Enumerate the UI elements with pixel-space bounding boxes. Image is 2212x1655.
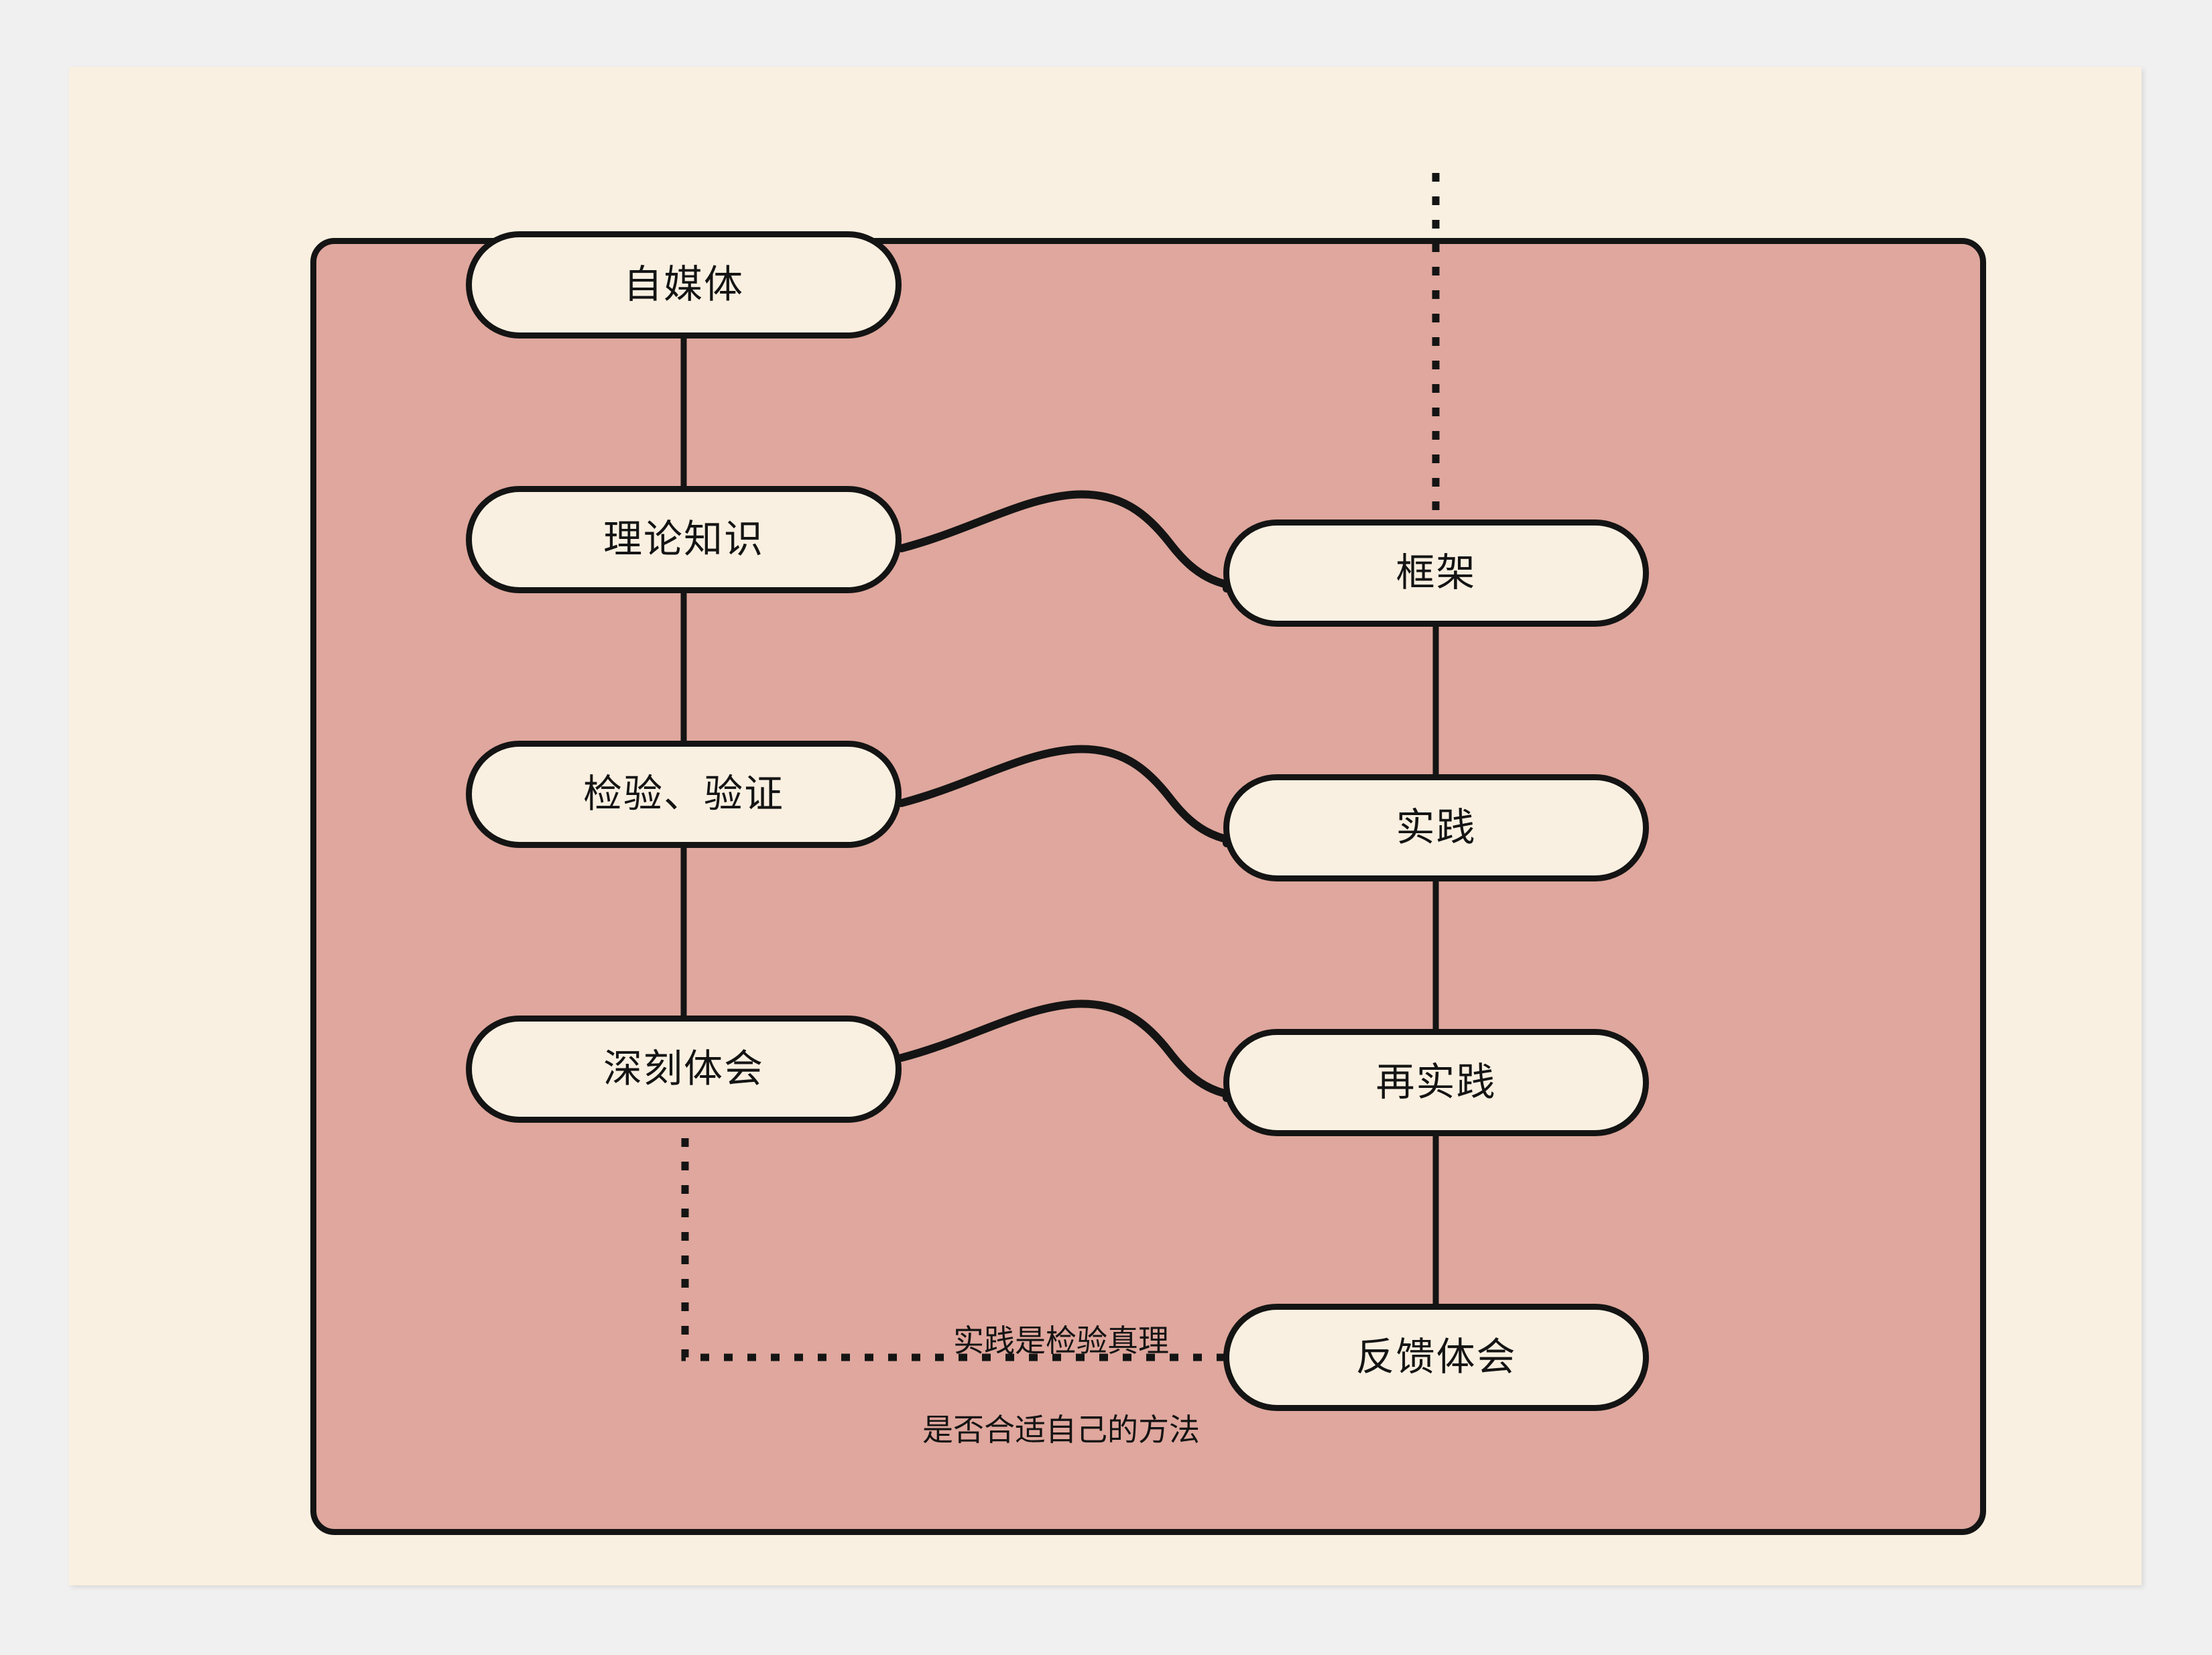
node-label: 框架 bbox=[1396, 551, 1477, 595]
node-label: 检验、验证 bbox=[582, 772, 784, 816]
node-label: 深刻体会 bbox=[603, 1047, 764, 1091]
node-label: 理论知识 bbox=[603, 517, 764, 561]
node-zai-shijian[interactable]: 再实践 bbox=[1223, 1029, 1649, 1136]
node-label: 实践 bbox=[1396, 806, 1477, 849]
node-fankui-tihui[interactable]: 反馈体会 bbox=[1223, 1304, 1649, 1411]
node-shenke-tihui[interactable]: 深刻体会 bbox=[466, 1016, 902, 1123]
node-jianyan-yanzheng[interactable]: 检验、验证 bbox=[466, 741, 902, 848]
node-shijian[interactable]: 实践 bbox=[1223, 774, 1649, 881]
node-label: 反馈体会 bbox=[1355, 1335, 1517, 1379]
node-label: 再实践 bbox=[1375, 1060, 1497, 1104]
node-lilunzhishi[interactable]: 理论知识 bbox=[466, 486, 902, 593]
annotation-line-1: 实践是检验真理 bbox=[953, 1323, 1169, 1358]
node-zimeiti[interactable]: 自媒体 bbox=[466, 231, 902, 339]
diagram-canvas: 自媒体 理论知识 检验、验证 深刻体会 框架 实践 再实践 反馈体会 实践是检验… bbox=[69, 67, 2142, 1585]
node-label: 自媒体 bbox=[623, 263, 744, 306]
annotation-text: 实践是检验真理 是否合适自己的方法 bbox=[840, 1274, 1282, 1497]
node-kuangjia[interactable]: 框架 bbox=[1223, 519, 1649, 627]
annotation-line-2: 是否合适自己的方法 bbox=[922, 1412, 1200, 1448]
